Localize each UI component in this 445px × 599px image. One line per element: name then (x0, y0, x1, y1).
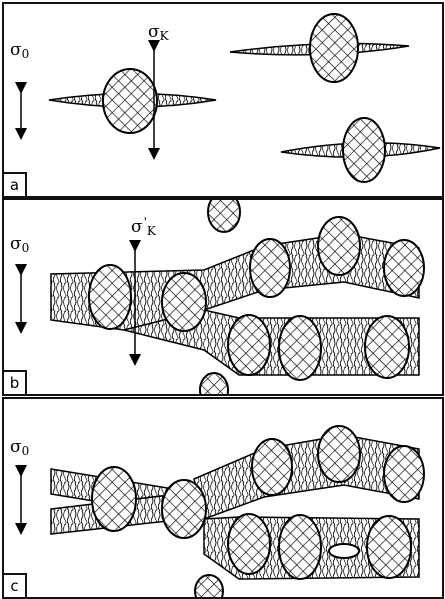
particle (194, 574, 224, 597)
particle (251, 438, 293, 496)
particle (364, 315, 410, 379)
sigmak-prime-label: σ'K (131, 215, 156, 238)
panel-b: σ0 σ'K b (2, 198, 444, 396)
sigma0-label: σ0 (10, 437, 30, 458)
panel-letter: c (4, 573, 27, 597)
particle (383, 445, 425, 503)
particle (161, 272, 207, 332)
particle (249, 238, 291, 298)
particle (317, 216, 361, 276)
particle (342, 117, 386, 183)
particle (88, 264, 132, 330)
particle (278, 514, 322, 580)
particle (199, 372, 229, 394)
panel-c-drawing (15, 425, 425, 597)
particle (207, 200, 241, 233)
panel-c: σ0 c (2, 397, 444, 599)
particle (227, 513, 271, 575)
particle (317, 425, 361, 483)
particle (102, 68, 158, 134)
particle (91, 466, 137, 532)
particle (278, 315, 322, 381)
particle (161, 479, 207, 539)
panel-a: σ0 σK a (2, 2, 444, 198)
void (328, 543, 360, 559)
particle (383, 239, 425, 297)
panel-letter: a (4, 172, 27, 196)
panel-b-drawing (15, 200, 425, 394)
panel-letter: b (4, 370, 27, 394)
sigmak-label: σK (148, 22, 169, 43)
sigma0-label: σ0 (10, 40, 30, 61)
fiber-band (193, 434, 420, 520)
particle (227, 314, 271, 376)
particle (309, 13, 359, 83)
sigma0-label: σ0 (10, 234, 30, 255)
panel-a-drawing (15, 13, 441, 183)
particle (366, 515, 412, 579)
